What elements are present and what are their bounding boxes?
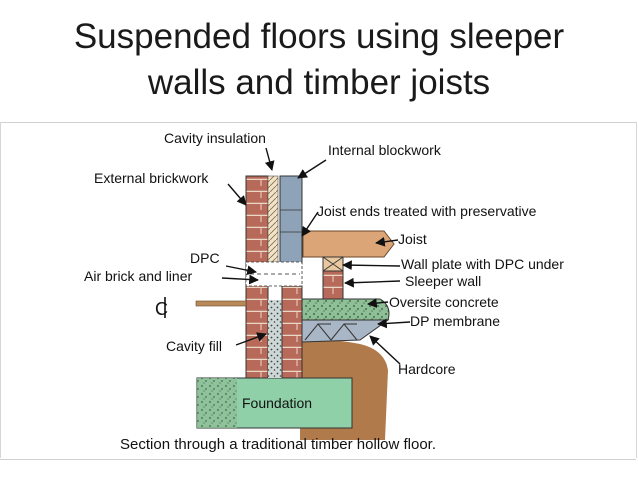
joist-member <box>302 230 395 258</box>
label-cavity-insulation: Cavity insulation <box>164 130 266 146</box>
dp-membrane-layer <box>301 319 390 343</box>
frame-left-edge <box>0 122 1 458</box>
centre-line-symbol: C <box>155 297 168 319</box>
internal-block-leaf <box>279 175 303 265</box>
external-ground-line <box>195 300 247 307</box>
slide-title: Suspended floors using sleeper walls and… <box>0 14 638 106</box>
label-joist: Joist <box>398 231 427 247</box>
label-foundation: Foundation <box>242 395 312 411</box>
label-internal-blockwork: Internal blockwork <box>328 142 442 158</box>
oversite-concrete-slab <box>301 298 390 321</box>
slide-title-line-1: Suspended floors using sleeper <box>73 17 565 56</box>
label-sleeper-wall: Sleeper wall <box>405 273 481 289</box>
centre-line-label: C <box>155 299 168 319</box>
slide-title-line-2: walls and timber joists <box>147 63 491 102</box>
internal-brick-leaf-lower <box>281 285 303 379</box>
foundation-texture <box>197 378 237 428</box>
diagram-caption: Section through a traditional timber hol… <box>120 436 436 453</box>
label-oversite-concrete: Oversite concrete <box>389 294 499 310</box>
cavity-insulation-strip <box>267 175 279 263</box>
cavity-fill-area <box>268 300 282 378</box>
label-cavity-fill: Cavity fill <box>166 338 222 354</box>
label-air-brick: Air brick and liner <box>84 268 192 284</box>
label-joist-ends: Joist ends treated with preservative <box>317 203 537 219</box>
frame-right-edge <box>636 122 637 458</box>
label-external-brickwork: External brickwork <box>94 170 209 186</box>
diagram-frame <box>0 122 636 460</box>
label-hardcore: Hardcore <box>398 361 456 377</box>
label-dp-membrane: DP membrane <box>410 313 500 329</box>
label-dpc: DPC <box>190 250 220 266</box>
label-wall-plate: Wall plate with DPC under <box>401 256 564 272</box>
sleeper-wall <box>322 270 344 300</box>
